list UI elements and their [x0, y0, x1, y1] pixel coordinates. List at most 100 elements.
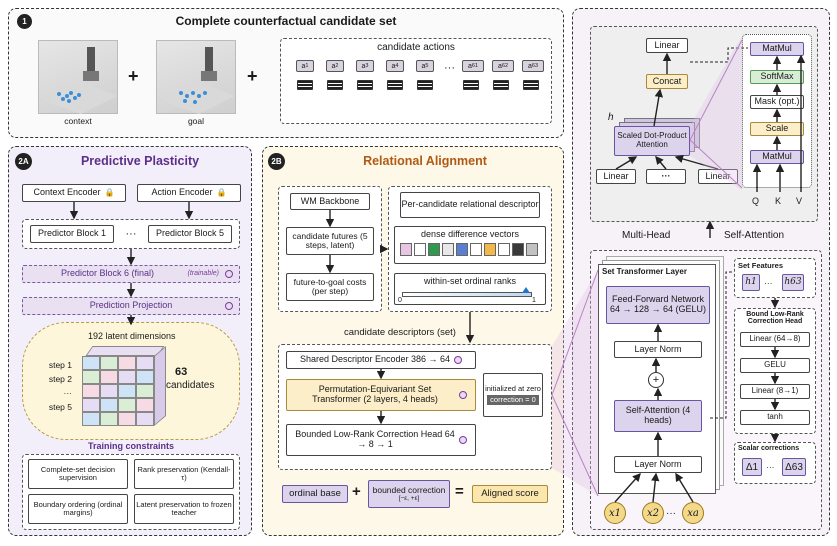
- descriptor-title: Per-candidate relational descriptor: [400, 192, 540, 218]
- heads-h-label: h: [608, 112, 614, 123]
- q-label: Q: [752, 196, 760, 206]
- action-encoder-label: Action Encoder: [151, 187, 213, 198]
- constraint-complete-set: Complete-set decision supervision: [28, 459, 128, 489]
- trainable-icon: [225, 270, 233, 278]
- step-dots-label: ···: [63, 388, 73, 398]
- set-transformer-label: Permutation-Equivariant Set Transformer …: [312, 384, 438, 404]
- plus-1: +: [128, 66, 139, 86]
- linear-dots: ···: [646, 169, 686, 184]
- future-costs: future-to-goal costs (per step): [286, 273, 374, 301]
- matmul-bottom: MatMul: [750, 150, 804, 164]
- h-ellipsis: ···: [764, 278, 773, 288]
- latent-cube-cell: [118, 412, 136, 426]
- step-2-label: step 2: [48, 374, 72, 384]
- latent-cube-cell: [100, 412, 118, 426]
- predictor-block-5: Predictor Block 5: [148, 225, 232, 243]
- set-features-title: Set Features: [738, 261, 784, 270]
- latent-cube-cell: [136, 412, 154, 426]
- panel-1-number: 1: [17, 14, 32, 29]
- constraint-rank-preservation: Rank preservation (Kendall-τ): [134, 459, 234, 489]
- init-zero-box: initialized at zero correction = 0: [483, 373, 543, 417]
- scaled-dot-product-attention: Scaled Dot-Product Attention: [614, 126, 690, 156]
- candidate-trajectory-icon: [493, 80, 509, 90]
- self-attention-block: Self-Attention (4 heads): [614, 400, 702, 432]
- input-x2: x2: [642, 502, 664, 524]
- latent-cube-cell: [82, 370, 100, 384]
- lock-icon: 🔒: [104, 187, 115, 197]
- input-xa: xa: [682, 502, 704, 524]
- sdpa-detail-group: [742, 34, 812, 188]
- candidate-trajectory-icon: [297, 80, 313, 90]
- trainable-icon: [454, 356, 463, 364]
- latent-cube-cell: [82, 356, 100, 370]
- candidates-word: candidates: [166, 380, 215, 391]
- correction-zero-label: correction = 0: [487, 395, 539, 406]
- panel-2a-number: 2A: [15, 153, 32, 170]
- constraints-title: Training constraints: [87, 441, 174, 451]
- bounded-correction: bounded correction [−ε, +ε]: [368, 480, 450, 508]
- diff-vector-cell: [526, 243, 538, 256]
- shared-descriptor-encoder: Shared Descriptor Encoder 386 → 64: [286, 351, 476, 369]
- latent-cube-side: [154, 345, 166, 427]
- wm-backbone: WM Backbone: [290, 193, 370, 210]
- goal-label: goal: [187, 116, 205, 126]
- goal-robot-scene: [162, 47, 235, 114]
- set-transformer-box: Permutation-Equivariant Set Transformer …: [286, 379, 476, 411]
- trainable-icon: [459, 436, 467, 444]
- panel-2a-title: Predictive Plasticity: [80, 154, 200, 168]
- dense-diff-label: dense difference vectors: [421, 229, 519, 239]
- panel-1-title: Complete counterfactual candidate set: [175, 14, 397, 28]
- latent-cube-cell: [118, 370, 136, 384]
- diff-vector-cell: [498, 243, 510, 256]
- diff-vector-cell: [400, 243, 412, 256]
- head-title: Bound Low-Rank Correction Head: [746, 311, 804, 325]
- latent-cube-cell: [82, 384, 100, 398]
- context-label: context: [64, 116, 92, 126]
- plus-3: +: [352, 483, 361, 500]
- diff-vector-cell: [512, 243, 524, 256]
- latent-cube-cell: [118, 356, 136, 370]
- equals: =: [455, 483, 464, 500]
- input-x1: x1: [604, 502, 626, 524]
- diff-vector-cell: [414, 243, 426, 256]
- lock-icon: 🔒: [216, 187, 227, 197]
- add-symbol: +: [652, 374, 660, 386]
- step-1-label: step 1: [48, 360, 72, 370]
- rank-min-label: 0: [398, 297, 402, 304]
- candidate-actions-title: candidate actions: [377, 42, 455, 53]
- constraint-boundary-ordering: Boundary ordering (ordinal margins): [28, 494, 128, 524]
- predictor-block-1: Predictor Block 1: [30, 225, 114, 243]
- rank-marker-icon: [522, 287, 530, 293]
- constraint-latent-preservation: Latent preservation to frozen teacher: [134, 494, 234, 524]
- softmax: SoftMax: [750, 70, 804, 84]
- concat: Concat: [646, 74, 688, 89]
- action-encoder: Action Encoder 🔒: [137, 184, 241, 202]
- prediction-projection: Prediction Projection: [22, 297, 240, 315]
- latent-cube-cell: [118, 398, 136, 412]
- trainable-icon: [459, 391, 467, 399]
- diff-vector-cell: [456, 243, 468, 256]
- linear-top: Linear: [646, 38, 688, 53]
- init-zero-label: initialized at zero: [485, 383, 541, 393]
- step-5-label: step 5: [48, 402, 72, 412]
- candidate-trajectory-icon: [357, 80, 373, 90]
- bounded-correction-label: bounded correction: [372, 484, 446, 495]
- v-label: V: [796, 196, 803, 206]
- latent-cube-cell: [100, 370, 118, 384]
- scale: Scale: [750, 122, 804, 136]
- layer-norm-top: Layer Norm: [614, 341, 702, 358]
- diff-vector-cell: [442, 243, 454, 256]
- input-ellipsis: ···: [666, 508, 676, 519]
- candidate-ellipsis: ···: [444, 62, 455, 74]
- latent-dims-label: 192 latent dimensions: [88, 331, 176, 341]
- low-rank-head-label: Bounded Low-Rank Correction Head 64 → 8 …: [295, 429, 455, 449]
- trainable-icon: [225, 302, 233, 310]
- latent-cube-cell: [100, 384, 118, 398]
- candidates-count: 63: [175, 366, 188, 378]
